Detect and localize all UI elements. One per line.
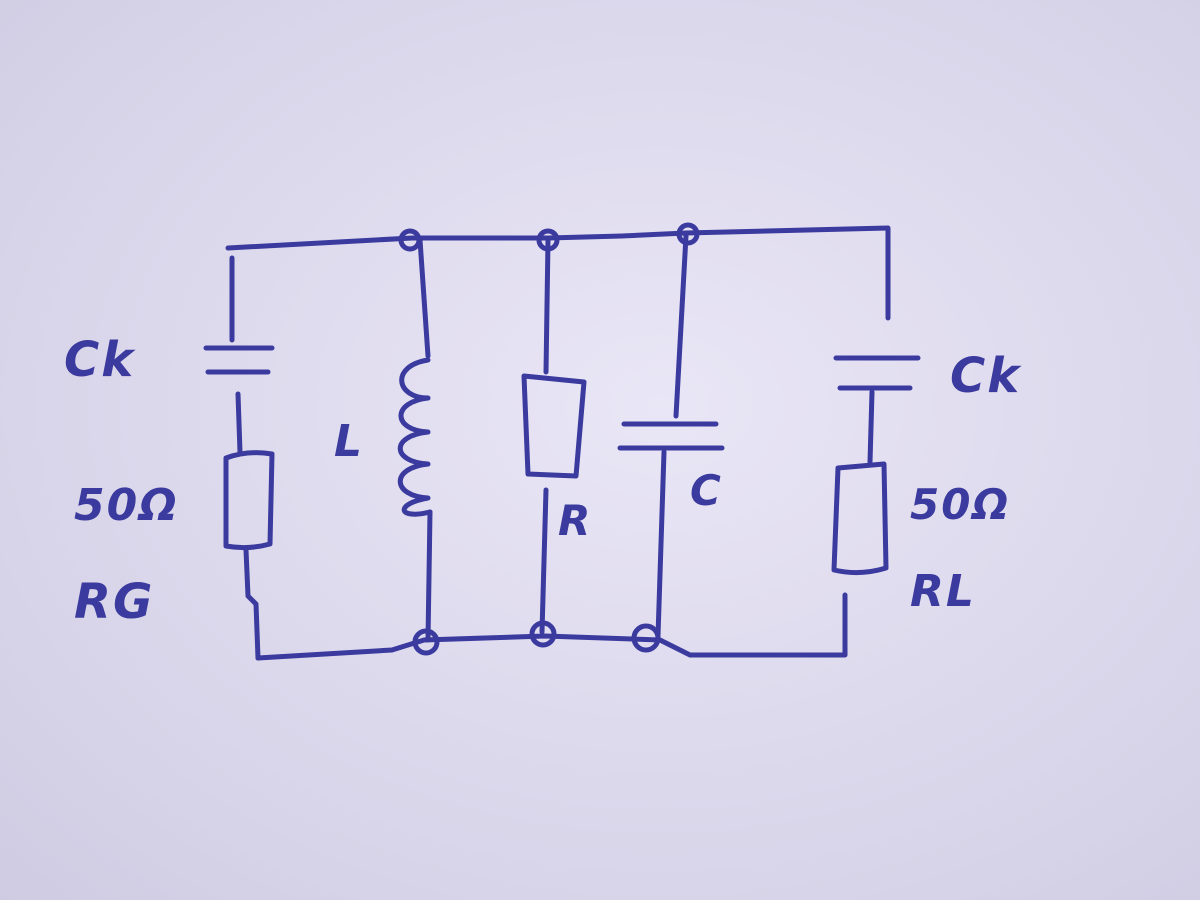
junction-bottom-c — [631, 623, 661, 653]
inductor-wire-bottom — [425, 509, 433, 643]
junction-bottom-l — [412, 628, 440, 656]
rl-resistor — [831, 461, 889, 576]
junction-top-l — [398, 228, 422, 252]
bottom-wire — [255, 592, 848, 661]
top-wire — [225, 225, 891, 321]
rg-value-label: 50Ω — [74, 480, 179, 531]
capacitor-label: C — [690, 466, 723, 515]
resistor-label: R — [558, 496, 593, 545]
ck-left-capacitor — [203, 345, 275, 375]
c-wire-top — [673, 233, 689, 419]
rg-label: RG — [74, 574, 155, 630]
rg-resistor — [223, 450, 275, 551]
inductor-wire-top — [417, 237, 431, 359]
junction-top-c — [676, 222, 700, 246]
inductor-l — [397, 357, 433, 517]
ck-right-capacitor — [833, 355, 921, 391]
rl-value-label: 50Ω — [910, 480, 1011, 529]
ck-right-label: Ck — [950, 348, 1022, 404]
left-branch-wire-mid — [235, 391, 243, 455]
c-capacitor — [617, 421, 725, 451]
r-wire-top — [543, 237, 551, 375]
inductor-label: L — [334, 416, 365, 467]
junction-top-r — [536, 228, 560, 252]
junction-bottom-r — [529, 620, 557, 648]
c-wire-bottom — [655, 449, 667, 639]
rl-label: RL — [910, 566, 976, 617]
left-branch-wire-bottom — [243, 547, 261, 661]
right-branch-wire-mid — [867, 389, 875, 465]
r-resistor — [521, 373, 587, 479]
ck-left-label: Ck — [64, 332, 136, 388]
r-wire-bottom — [539, 487, 549, 635]
